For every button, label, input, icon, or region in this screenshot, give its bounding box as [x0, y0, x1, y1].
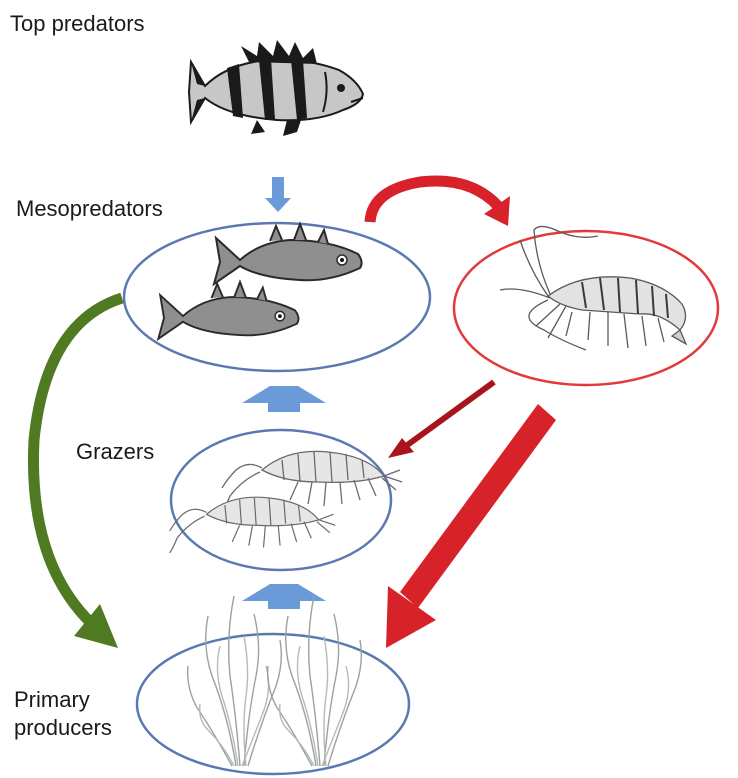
arrow-meso-to-producers — [33, 298, 122, 648]
node-primary-producers — [137, 634, 409, 774]
arrow-meso-to-shrimp — [370, 181, 510, 226]
arrow-top-to-meso — [265, 177, 291, 212]
arrow-shrimp-to-grazers — [388, 382, 494, 458]
arrow-grazers-to-meso — [242, 386, 326, 412]
perch-fish-icon — [189, 40, 363, 136]
